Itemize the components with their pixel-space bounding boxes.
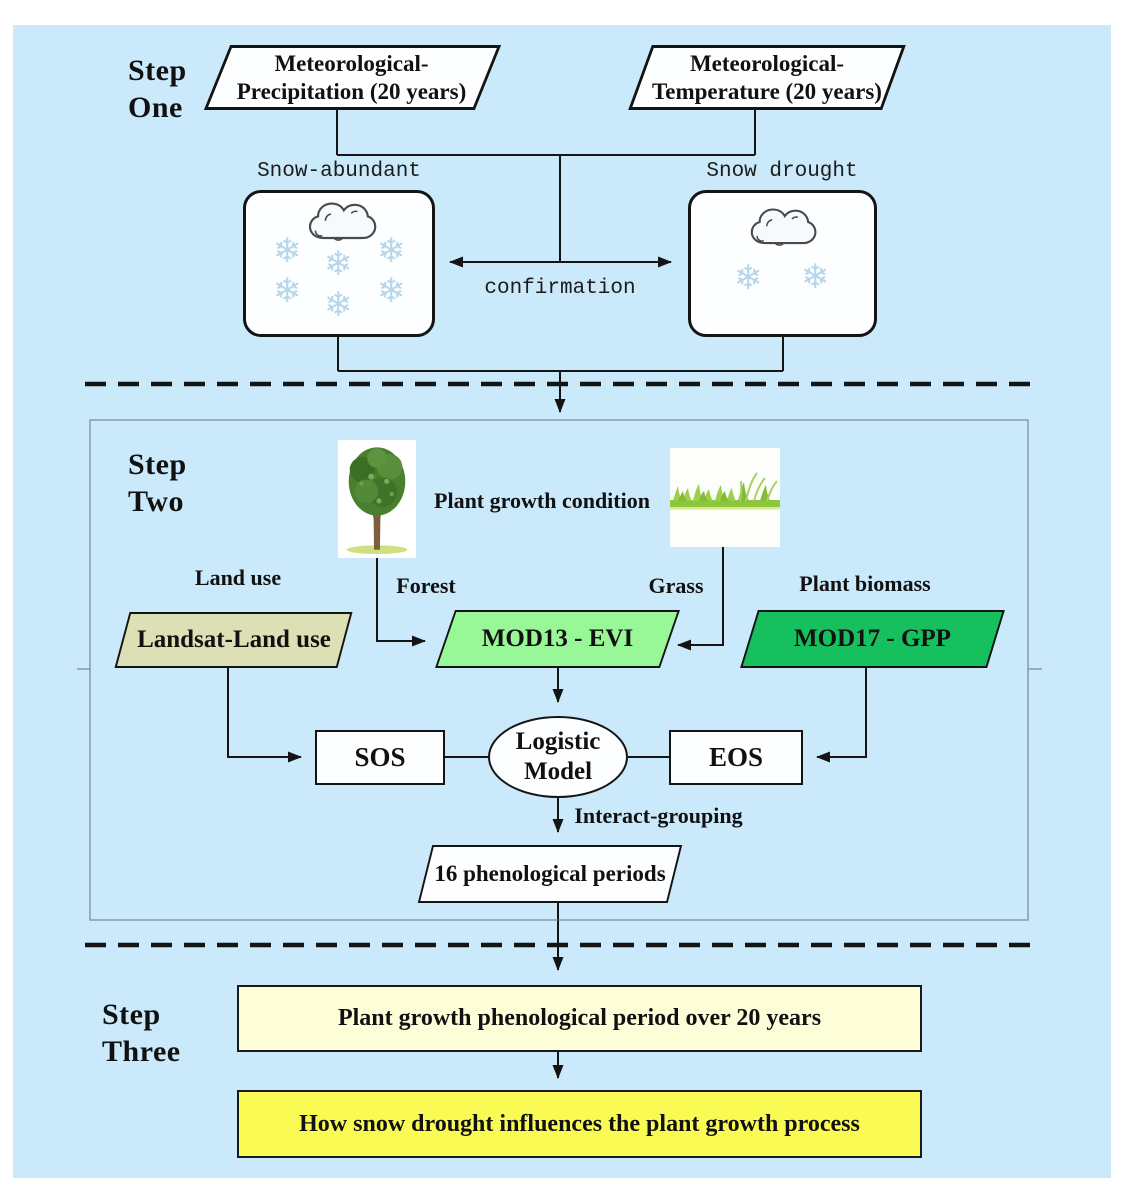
cloud-icon — [750, 208, 817, 246]
forest-label: Forest — [396, 573, 456, 598]
step-three-label: Step Three — [102, 998, 181, 1068]
logistic-model-ellipse: Logistic Model — [488, 716, 628, 798]
phenology-20years-box: Plant growth phenological period over 20… — [237, 985, 922, 1052]
snowflake-icon: ❄ — [377, 273, 406, 310]
snowflake-icon: ❄ — [377, 233, 406, 270]
snowflake-icon: ❄ — [273, 233, 302, 270]
snowflake-icon: ❄ — [734, 260, 763, 297]
tree-image — [338, 440, 416, 558]
snow-drought-box: ❄ ❄ — [688, 190, 877, 337]
land-use-label: Land use — [194, 565, 282, 590]
snowflake-icon: ❄ — [324, 246, 353, 283]
tree-icon — [338, 440, 416, 558]
snow-abundant-label: Snow-abundant — [257, 160, 421, 183]
plant-biomass-label: Plant biomass — [799, 571, 931, 596]
grass-icon — [670, 448, 780, 547]
plant-growth-condition-label: Plant growth condition — [434, 488, 650, 513]
step-one-label: Step One — [128, 54, 187, 124]
cloud-icon — [308, 202, 377, 241]
interact-grouping-label: Interact-grouping — [574, 803, 743, 828]
snowflake-icon: ❄ — [801, 259, 830, 296]
snowflake-icon: ❄ — [324, 287, 353, 324]
snow-drought-label: Snow drought — [706, 160, 858, 183]
step-two-label: Step Two — [128, 448, 187, 518]
sos-box: SOS — [315, 730, 445, 785]
snowflake-icon: ❄ — [273, 273, 302, 310]
confirmation-label: confirmation — [484, 277, 636, 300]
eos-box: EOS — [669, 730, 803, 785]
snow-abundant-box: ❄ ❄ ❄ ❄ ❄ ❄ — [243, 190, 435, 337]
grass-image — [670, 448, 780, 547]
grass-label: Grass — [648, 573, 704, 598]
snow-drought-influence-box: How snow drought influences the plant gr… — [237, 1090, 922, 1158]
